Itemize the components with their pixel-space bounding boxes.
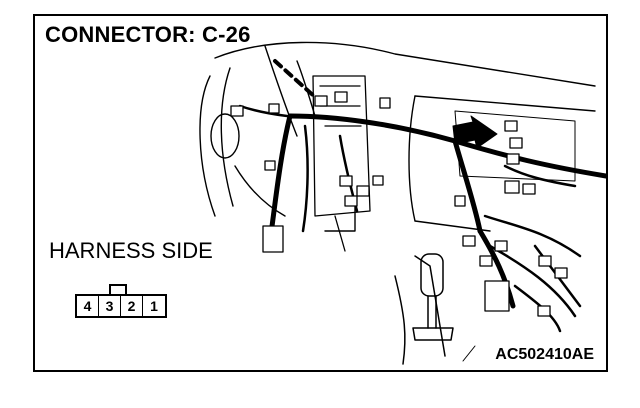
harness-side-label: HARNESS SIDE xyxy=(49,238,213,263)
connector-pin: 1 xyxy=(150,298,158,314)
figure-code-text: AC502410AE xyxy=(495,346,594,363)
dashboard-outline xyxy=(199,41,596,232)
connector-pin: 4 xyxy=(77,296,99,316)
connector-pin: 2 xyxy=(121,296,143,316)
center-console xyxy=(312,75,371,252)
leader-line xyxy=(462,345,476,362)
connector-title: CONNECTOR: C-26 xyxy=(45,22,251,47)
diagram-frame: CONNECTOR: C-26 HARNESS SIDE 4 3 2 1 AC5… xyxy=(33,14,608,372)
connector-latch xyxy=(109,284,127,294)
figure-code: AC502410AE xyxy=(495,346,594,364)
dashboard-harness-illustration xyxy=(199,41,606,365)
location-arrow-icon xyxy=(452,115,498,149)
gear-shifter xyxy=(394,253,454,365)
connector-pin-diagram: 4 3 2 1 xyxy=(75,294,167,318)
connector-blocks xyxy=(230,91,568,317)
connector-pin: 3 xyxy=(99,296,121,316)
